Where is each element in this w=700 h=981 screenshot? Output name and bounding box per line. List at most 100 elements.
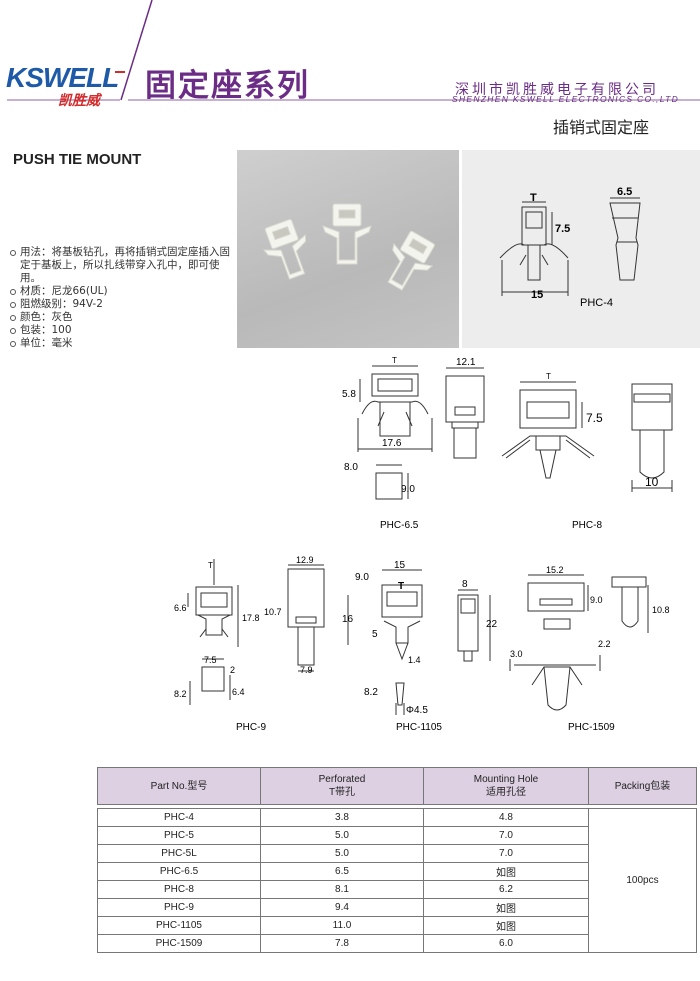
phc65-phc8-drawings: T 5.8 17.6 8.0 9.0 12.1 PHC-6.5 T 7.5 10… xyxy=(342,356,673,531)
col-mounting-hole: Mounting Hole 适用孔径 xyxy=(423,767,589,805)
phc9-small-gap-label: 2 xyxy=(230,665,235,675)
phc9-stem-label: 7.9 xyxy=(300,665,313,675)
cell-hole: 4.8 xyxy=(423,808,589,827)
phc1105-head-label: 9.0 xyxy=(355,572,369,583)
phc8-side-label: 10 xyxy=(645,475,659,489)
cell-hole: 如图 xyxy=(423,916,589,935)
phc8-height-label: 7.5 xyxy=(586,411,603,425)
cell-t: 6.5 xyxy=(260,862,424,881)
phc1105-gap-label: 5 xyxy=(372,629,378,640)
phc4-name: PHC-4 xyxy=(580,297,613,309)
product-photo-illustration xyxy=(263,203,435,291)
company-logo-cn: 凯胜威 xyxy=(58,93,100,109)
phc9-small-height-label: 8.2 xyxy=(174,689,187,699)
cell-part: PHC-9 xyxy=(97,898,261,917)
cell-hole: 7.0 xyxy=(423,826,589,845)
phc8-name: PHC-8 xyxy=(572,520,602,531)
phc9-name: PHC-9 xyxy=(236,722,266,733)
product-subtitle: 插销式固定座 xyxy=(553,118,650,137)
section-title: PUSH TIE MOUNT xyxy=(13,151,142,168)
cell-t: 9.4 xyxy=(260,898,424,917)
phc1105-pin-label: 8.2 xyxy=(364,687,378,698)
spec-unit: 单位：毫米 xyxy=(8,337,236,350)
phc1105-diameter-label: Φ4.5 xyxy=(406,705,428,716)
phc65-span-label: 17.6 xyxy=(382,438,402,449)
cell-hole: 6.0 xyxy=(423,934,589,953)
product-photo xyxy=(237,150,459,348)
phc9-total-label: 17.8 xyxy=(242,613,260,623)
phc1509-width-label: 15.2 xyxy=(546,565,564,575)
phc9-t-label: T xyxy=(208,561,213,570)
col-part: Part No.型号 xyxy=(97,767,261,805)
col-packing: Packing包装 xyxy=(588,767,697,805)
company-name-cn: 深圳市凯胜威电子有限公司 xyxy=(455,82,659,98)
cell-part: PHC-4 xyxy=(97,808,261,827)
phc9-side-height-label: 10.7 xyxy=(264,607,282,617)
cell-t: 11.0 xyxy=(260,916,424,935)
phc8-t-label: T xyxy=(546,372,551,381)
cell-part: PHC-6.5 xyxy=(97,862,261,881)
spec-material: 材质：尼龙66(UL) xyxy=(8,285,236,298)
spec-list: 用法：将基板钻孔，再将插销式固定座插入固定于基板上，所以扎线带穿入孔中，即可使用… xyxy=(8,246,236,350)
col-perforated-en: Perforated xyxy=(318,774,366,785)
cell-part: PHC-5 xyxy=(97,826,261,845)
phc9-small-depth-label: 6.4 xyxy=(232,687,245,697)
cell-t: 5.0 xyxy=(260,826,424,845)
phc1105-side-width-label: 8 xyxy=(462,579,468,590)
phc65-t-label: T xyxy=(392,356,397,365)
phc1509-name: PHC-1509 xyxy=(568,722,615,733)
phc65-name: PHC-6.5 xyxy=(380,520,419,531)
table-row: PHC-4 3.8 4.8 100pcs xyxy=(97,808,697,953)
phc65-box-width-label: 8.0 xyxy=(344,462,358,473)
spec-flammability: 阻燃级别：94V-2 xyxy=(8,298,236,311)
phc1509-base-label: 3.0 xyxy=(510,649,523,659)
cell-hole: 7.0 xyxy=(423,844,589,863)
header-decoration xyxy=(7,0,700,101)
phc4-span-label: 15 xyxy=(531,289,543,301)
company-logo: KSWELL xyxy=(6,62,119,93)
phc65-height-label: 5.8 xyxy=(342,389,356,400)
cell-hole: 如图 xyxy=(423,898,589,917)
phc9-side-width-label: 12.9 xyxy=(296,555,314,565)
phc1105-height-label: 16 xyxy=(342,614,354,625)
spec-color: 颜色：灰色 xyxy=(8,311,236,324)
spec-packing: 包装：100 xyxy=(8,324,236,337)
col-mounting-hole-en: Mounting Hole xyxy=(473,774,539,785)
cell-t: 7.8 xyxy=(260,934,424,953)
phc4-drawing-panel: T 6.5 7.5 15 PHC-4 xyxy=(462,150,700,348)
phc1509-side-height-label: 10.8 xyxy=(652,605,670,615)
phc4-drawing: T 6.5 7.5 15 PHC-4 xyxy=(499,186,641,309)
col-perforated-cn: T带孔 xyxy=(328,787,356,798)
phc4-width-label: 6.5 xyxy=(617,186,632,198)
phc1105-width-label: 15 xyxy=(394,560,406,571)
company-name-en: SHENZHEN KSWELL ELECTRONICS CO.,LTD xyxy=(452,94,680,104)
phc1105-side-height-label: 22 xyxy=(486,619,498,630)
phc65-box-height-label: 9.0 xyxy=(401,484,415,495)
cell-t: 5.0 xyxy=(260,844,424,863)
cell-part: PHC-8 xyxy=(97,880,261,899)
phc4-t-label: T xyxy=(530,192,537,204)
phc9-1105-1509-drawings: T 6.6 17.8 12.9 10.7 7.9 7.5 2 8.2 6.4 P… xyxy=(174,555,670,733)
phc1105-t-label: T xyxy=(398,581,404,592)
cell-t: 8.1 xyxy=(260,880,424,899)
cell-part: PHC-1509 xyxy=(97,934,261,953)
phc1509-head-label: 9.0 xyxy=(590,595,603,605)
phc1509-gap-label: 2.2 xyxy=(598,639,611,649)
page-title: 固定座系列 xyxy=(145,68,310,104)
cell-t: 3.8 xyxy=(260,808,424,827)
phc9-small-width-label: 7.5 xyxy=(204,655,217,665)
phc1105-name: PHC-1105 xyxy=(396,722,442,733)
cell-hole: 6.2 xyxy=(423,880,589,899)
col-mounting-hole-cn: 适用孔径 xyxy=(486,787,526,798)
cell-part: PHC-1105 xyxy=(97,916,261,935)
cell-part: PHC-5L xyxy=(97,844,261,863)
cell-hole: 如图 xyxy=(423,862,589,881)
phc4-height-label: 7.5 xyxy=(555,223,570,235)
